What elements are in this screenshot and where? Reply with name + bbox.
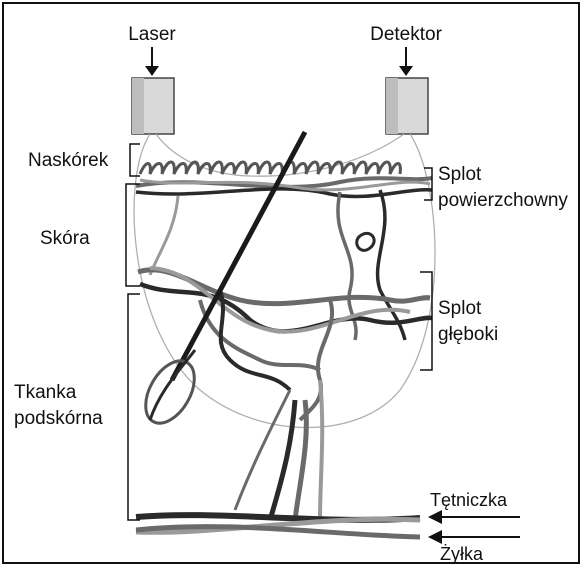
deep-plexus-label-line1: Splot [438, 298, 482, 319]
skin-label: Skóra [40, 228, 90, 249]
epidermis-brace [130, 144, 140, 176]
descending-vessel-a [270, 400, 295, 520]
descending-vessel-d [235, 390, 290, 510]
deep-plexus-label-line2: głęboki [438, 324, 498, 345]
superficial-plexus-vessel-b [136, 189, 432, 197]
venule-arrow [428, 530, 520, 544]
capillary-loops [140, 162, 400, 174]
laser-label: Laser [128, 24, 176, 45]
needle-tip-vessel [150, 350, 195, 420]
detector-arrow [399, 47, 413, 76]
subcutaneous-label-line2: podskórna [14, 408, 103, 429]
deep-plexus-brace [420, 272, 432, 370]
subcutaneous-brace [128, 294, 140, 520]
laser-arrow [145, 47, 159, 76]
descending-vessel-c [320, 380, 322, 518]
superficial-plexus-label-line2: powierzchowny [438, 190, 568, 211]
subcutaneous-label-line1: Tkanka [14, 382, 77, 403]
laser-probe-shade [132, 78, 144, 134]
vessel-loop [357, 233, 374, 250]
figure-frame [3, 3, 579, 563]
venule-label: Żyłka [440, 544, 484, 564]
superficial-plexus-label-line1: Splot [438, 164, 482, 185]
connecting-vessel-c [150, 196, 178, 275]
needle [172, 132, 305, 380]
detector-probe-shade [386, 78, 398, 134]
epidermis-label: Naskórek [28, 150, 109, 171]
arteriole-label: Tętniczka [430, 490, 508, 510]
connecting-vessel-b [378, 190, 405, 340]
arteriole-arrow [428, 510, 520, 524]
detector-label: Detektor [370, 24, 442, 45]
needle-tip-vessels [136, 353, 205, 432]
deep-plexus-vessel-d [200, 300, 320, 370]
